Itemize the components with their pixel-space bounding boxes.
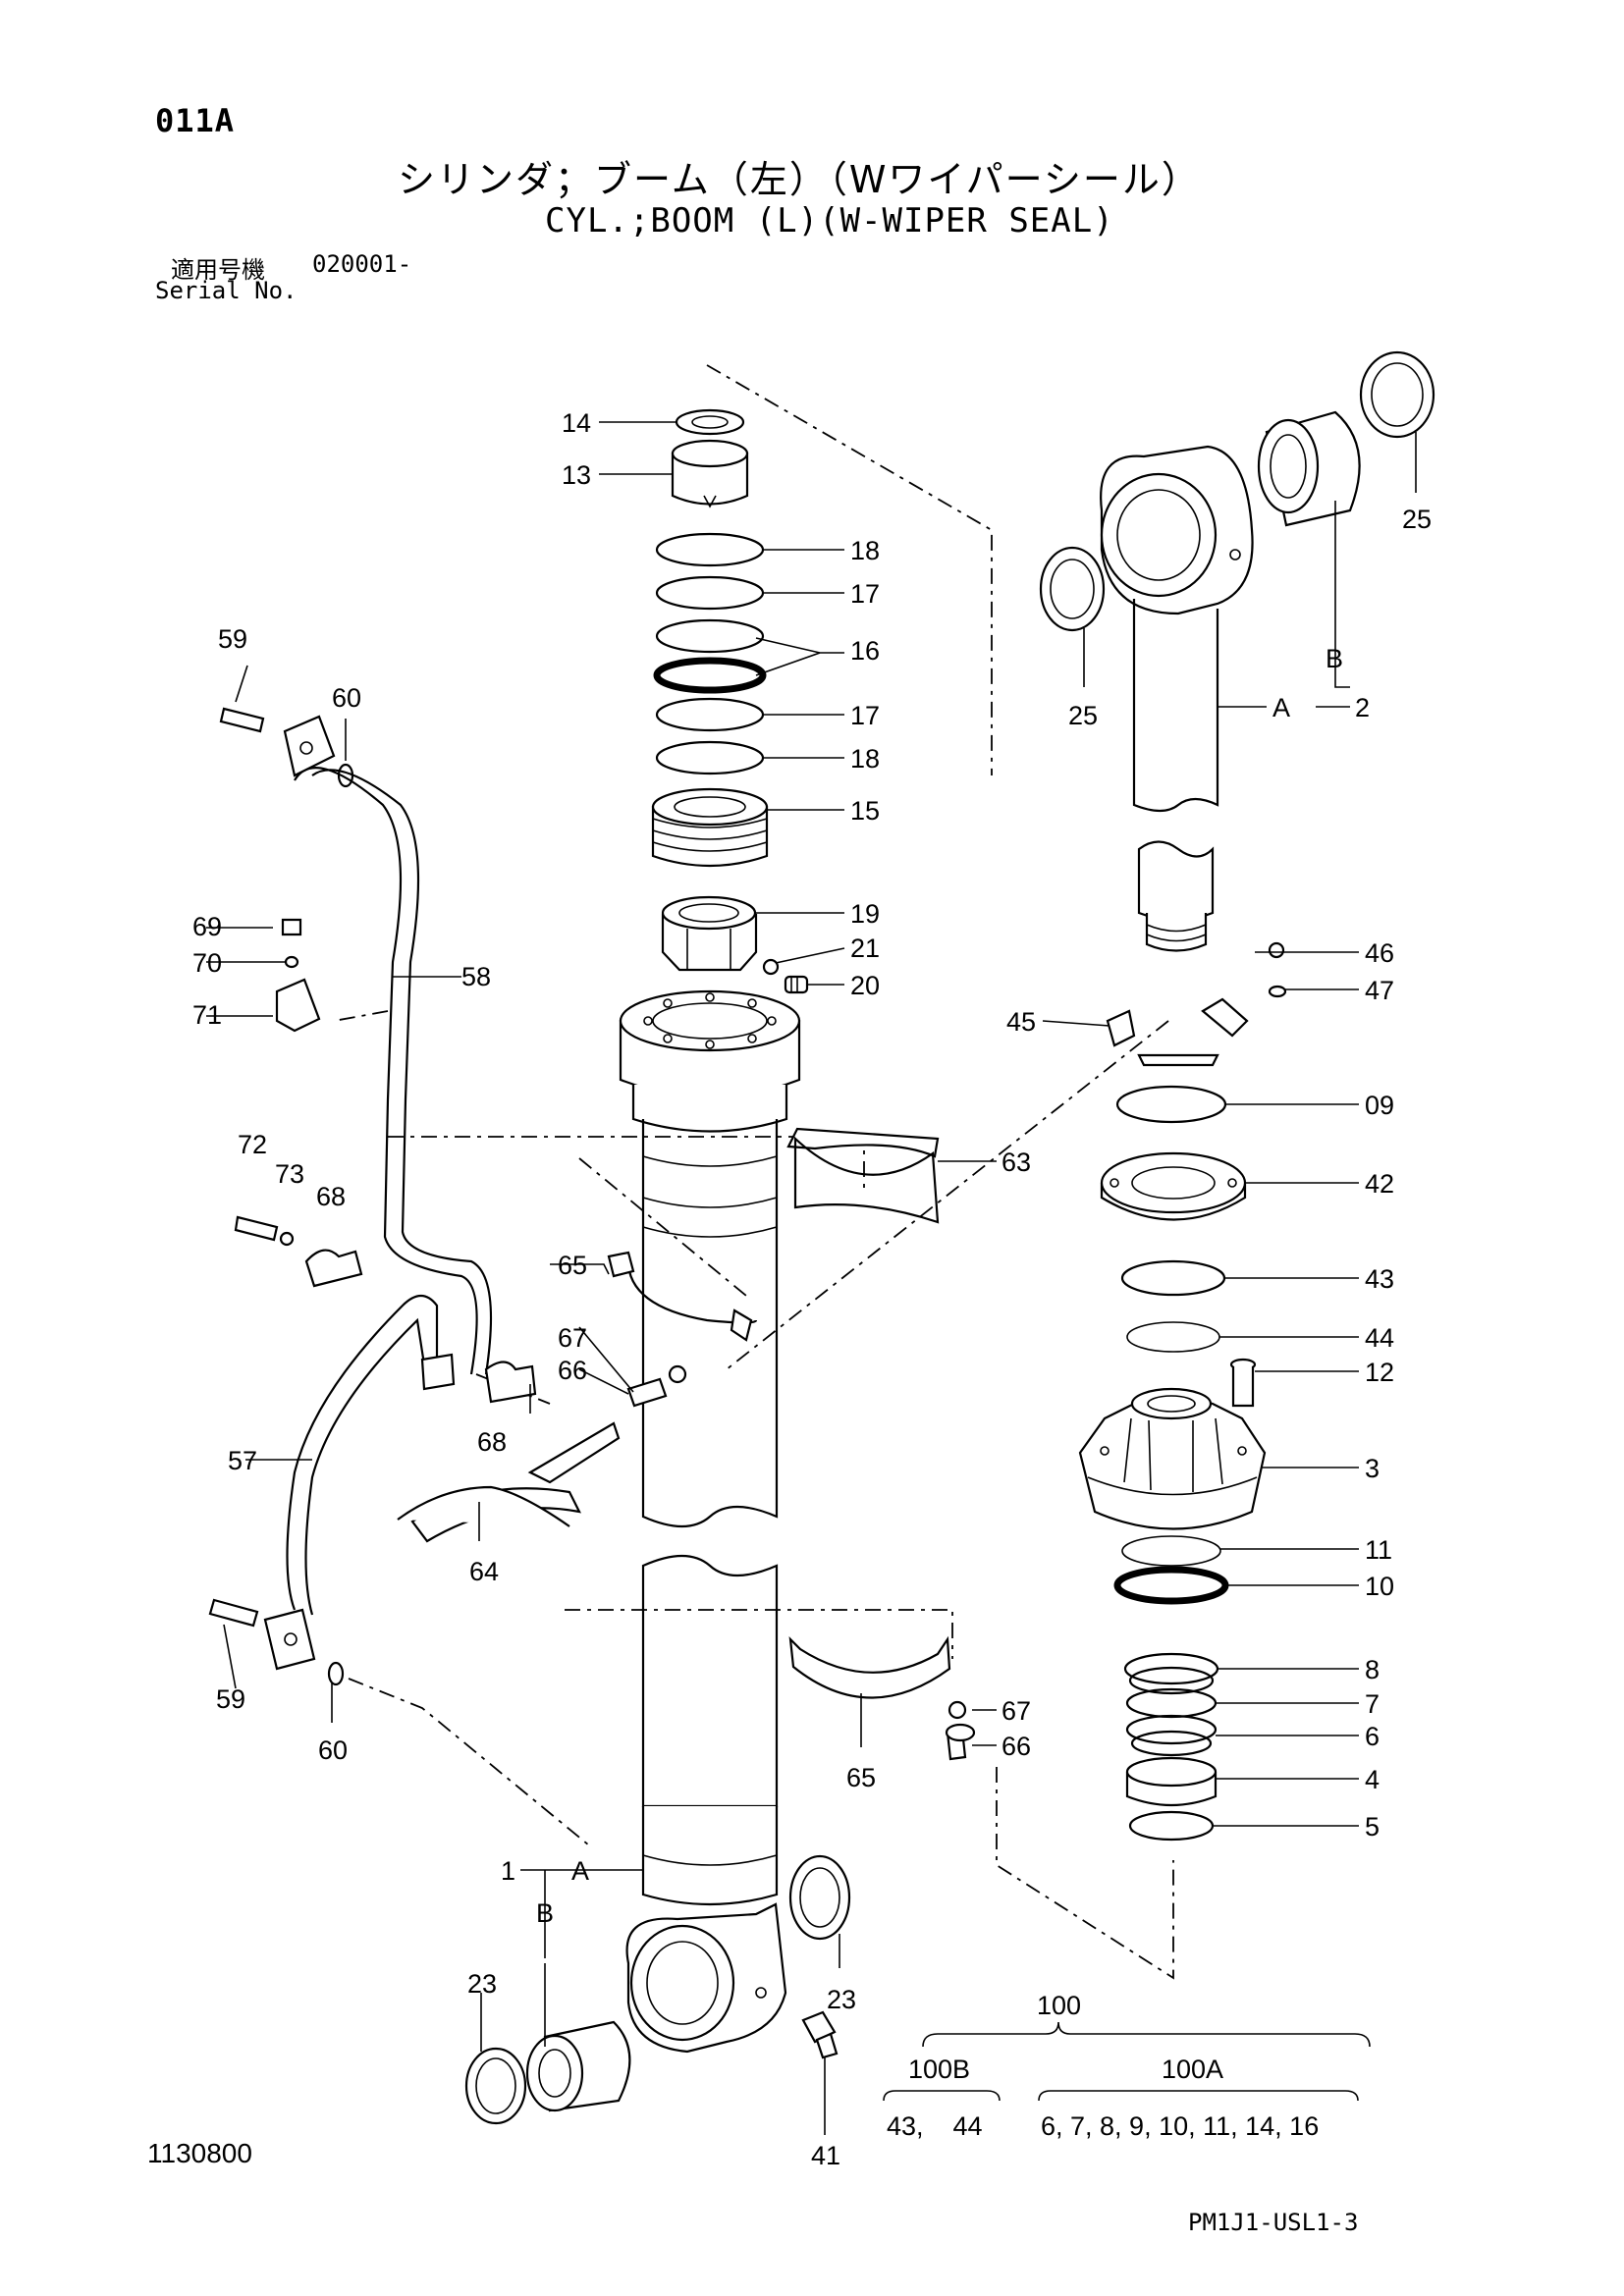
piston-nut bbox=[661, 895, 809, 994]
rod-eye-bushings bbox=[1039, 350, 1435, 632]
callout-64: 64 bbox=[469, 1557, 499, 1586]
callout-45: 45 bbox=[1006, 1007, 1036, 1037]
callout-65: 65 bbox=[846, 1763, 876, 1792]
callout-6: 6 bbox=[1365, 1722, 1380, 1751]
callout-41: 41 bbox=[811, 2141, 840, 2170]
serial-label-english: Serial No. bbox=[155, 277, 298, 304]
callout-44: 44 bbox=[1365, 1323, 1394, 1353]
callout-a: A bbox=[571, 1856, 589, 1886]
callout-69: 69 bbox=[192, 912, 222, 941]
callout-66: 66 bbox=[558, 1356, 587, 1385]
callout-11: 11 bbox=[1365, 1535, 1392, 1565]
callout-67: 67 bbox=[558, 1323, 587, 1353]
kit-100a-contents: 6, 7, 8, 9, 10, 11, 14, 16 bbox=[1041, 2111, 1319, 2141]
callout-72: 72 bbox=[238, 1130, 267, 1159]
leader-lines bbox=[206, 421, 1417, 2135]
callout-65: 65 bbox=[558, 1251, 587, 1280]
callout-16: 16 bbox=[850, 636, 880, 666]
callout-18: 18 bbox=[850, 744, 880, 774]
callout-67: 67 bbox=[1001, 1696, 1031, 1726]
bottom-bushing-seals bbox=[464, 1854, 851, 2125]
callout-b: B bbox=[1326, 644, 1343, 673]
callout-60: 60 bbox=[318, 1735, 348, 1765]
callout-25: 25 bbox=[1402, 505, 1432, 534]
page-title-english: CYL.;BOOM (L)(W-WIPER SEAL) bbox=[545, 201, 1114, 240]
callout-21: 21 bbox=[850, 934, 880, 963]
callout-66: 66 bbox=[1001, 1732, 1031, 1761]
callout-68: 68 bbox=[316, 1182, 346, 1211]
callout-a: A bbox=[1272, 693, 1290, 722]
callout-10: 10 bbox=[1365, 1572, 1394, 1601]
callout-2: 2 bbox=[1355, 693, 1370, 722]
piston-rod bbox=[1100, 445, 1254, 952]
drawing-number: 1130800 bbox=[147, 2138, 252, 2168]
callout-13: 13 bbox=[562, 460, 591, 490]
kit-100b-contents: 43, 44 bbox=[887, 2111, 983, 2141]
callout-7: 7 bbox=[1365, 1689, 1380, 1719]
callout-25: 25 bbox=[1068, 701, 1098, 730]
callout-70: 70 bbox=[192, 948, 222, 978]
callout-59: 59 bbox=[218, 624, 247, 654]
callout-59: 59 bbox=[216, 1684, 245, 1714]
callout-b: B bbox=[536, 1898, 554, 1928]
callout-4: 4 bbox=[1365, 1765, 1380, 1794]
callout-68: 68 bbox=[477, 1427, 507, 1457]
callout-47: 47 bbox=[1365, 976, 1394, 1005]
callout-46: 46 bbox=[1365, 938, 1394, 968]
piston-seal-stack bbox=[651, 408, 769, 868]
callout-58: 58 bbox=[461, 962, 491, 991]
callout-12: 12 bbox=[1365, 1358, 1394, 1387]
callout-1: 1 bbox=[501, 1856, 515, 1886]
callout-18: 18 bbox=[850, 536, 880, 565]
callout-09: 09 bbox=[1365, 1091, 1394, 1120]
tube-clamps bbox=[607, 1127, 976, 1761]
callout-42: 42 bbox=[1365, 1169, 1394, 1199]
callout-23: 23 bbox=[827, 1985, 856, 2014]
serial-number: 020001- bbox=[312, 250, 412, 278]
callout-60: 60 bbox=[332, 683, 361, 713]
callout-20: 20 bbox=[850, 971, 880, 1000]
page-reference: PM1J1-USL1-3 bbox=[1188, 2209, 1359, 2236]
kit-100b-label: 100B bbox=[908, 2055, 970, 2084]
callout-3: 3 bbox=[1365, 1454, 1380, 1483]
callout-19: 19 bbox=[850, 899, 880, 929]
callout-15: 15 bbox=[850, 796, 880, 826]
page-title-japanese: シリンダ；ブーム（左）（Wワイパーシール） bbox=[398, 158, 1201, 201]
callout-5: 5 bbox=[1365, 1812, 1380, 1842]
cylinder-tube bbox=[619, 989, 801, 2054]
callout-17: 17 bbox=[850, 701, 880, 730]
callout-17: 17 bbox=[850, 579, 880, 609]
page-code: 011A bbox=[155, 102, 236, 139]
piping-assembly bbox=[208, 707, 621, 1686]
callout-57: 57 bbox=[228, 1446, 257, 1475]
callout-23: 23 bbox=[467, 1969, 497, 1999]
assembly-lines bbox=[333, 364, 1174, 1980]
kit-100a-label: 100A bbox=[1162, 2055, 1223, 2084]
callout-71: 71 bbox=[192, 1000, 222, 1030]
callout-8: 8 bbox=[1365, 1655, 1380, 1684]
callout-63: 63 bbox=[1001, 1148, 1031, 1177]
cylinder-head-parts bbox=[1078, 941, 1287, 1842]
kit-total-label: 100 bbox=[1037, 1991, 1081, 2020]
callout-14: 14 bbox=[562, 408, 591, 438]
callout-labels: 14 13 18 17 16 17 18 15 19 21 20 59 60 6… bbox=[192, 408, 1432, 2170]
callout-73: 73 bbox=[275, 1159, 304, 1189]
callout-43: 43 bbox=[1365, 1264, 1394, 1294]
serial-label-japanese: 適用号機 bbox=[171, 256, 265, 284]
